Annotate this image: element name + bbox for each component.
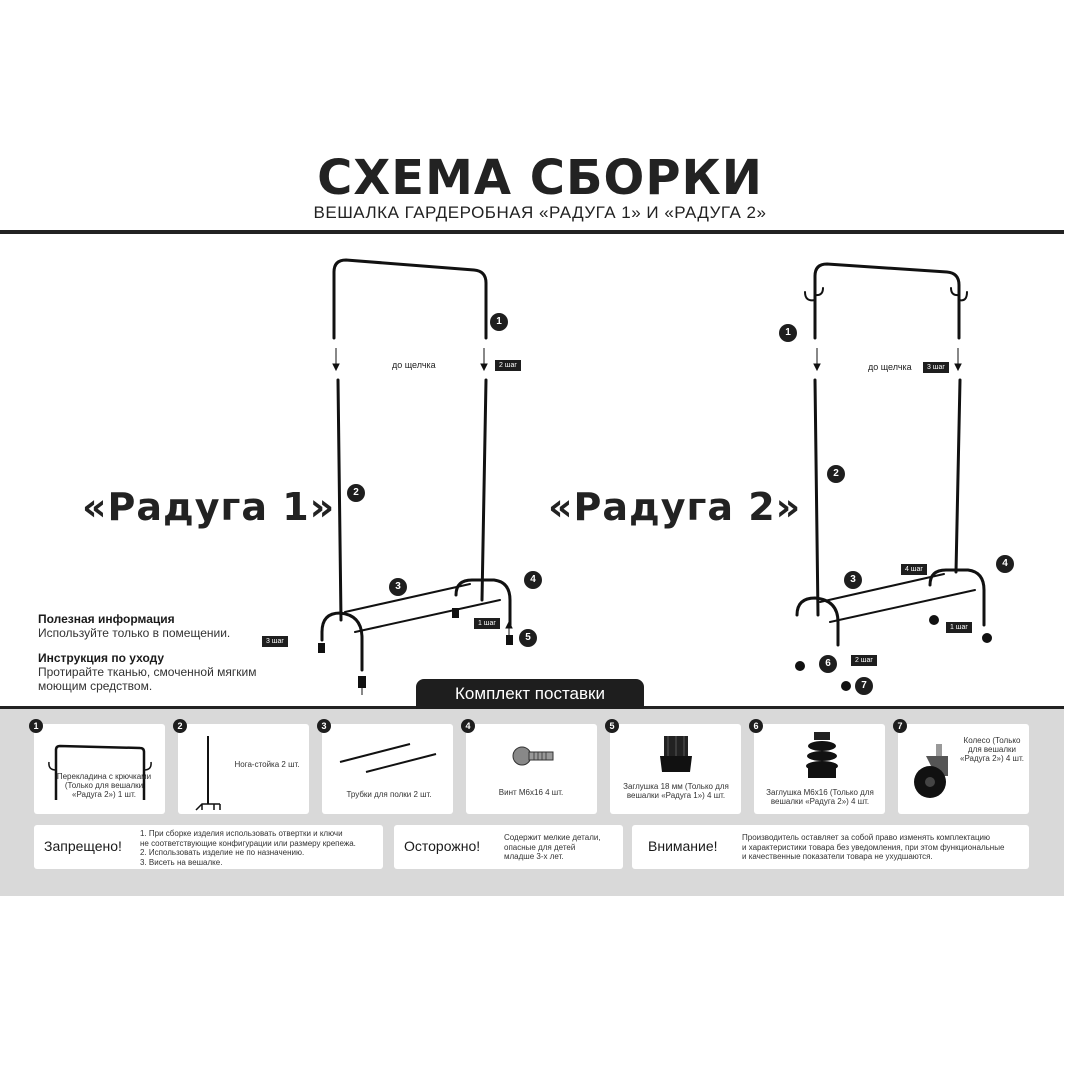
kit-item-number: 7 — [893, 719, 907, 733]
assembly-diagram — [318, 258, 992, 695]
callout-badge: 4 — [996, 555, 1014, 573]
forbidden-text: 1. При сборке изделия использовать отвер… — [140, 829, 356, 867]
plug-icon — [452, 608, 459, 618]
plug-icon — [506, 635, 513, 645]
kit-item-text: Нога-стойка 2 шт. — [234, 760, 300, 769]
plug-m6-icon — [806, 732, 838, 778]
wheel-icon — [914, 744, 948, 798]
crossbar-icon — [48, 744, 152, 800]
kit-item-text: Перекладина с крючками (Только для вешал… — [56, 772, 152, 799]
callout-badge: 1 — [490, 313, 508, 331]
caution-title: Осторожно! — [404, 838, 481, 854]
rack1-right-leg — [480, 378, 488, 602]
kit-item-card: Перекладина с крючками (Только для вешал… — [34, 724, 165, 814]
kit-item-card: Винт М6х16 4 шт. — [466, 724, 597, 814]
kit-item-number: 5 — [605, 719, 619, 733]
care-text: Протирайте тканью, смоченной мягким моющ… — [38, 665, 257, 693]
kit-item-card: Заглушка 18 мм (Только для вешалки «Раду… — [610, 724, 741, 814]
model-1-title: «Радуга 1» — [82, 485, 336, 529]
title-divider — [0, 230, 1064, 234]
callout-badge: 3 — [389, 578, 407, 596]
step-label: 4 шаг — [901, 564, 927, 575]
kit-item-card: Заглушка М6х16 (Только для вешалки «Раду… — [754, 724, 885, 814]
callout-badge: 5 — [519, 629, 537, 647]
rack1-front-base — [320, 611, 364, 672]
rack2-left-leg — [813, 378, 820, 617]
caution-box: Осторожно! Содержит мелкие детали, опасн… — [394, 825, 623, 869]
callout-badge: 4 — [524, 571, 542, 589]
callout-badge: 3 — [844, 571, 862, 589]
callout-badge: 2 — [827, 465, 845, 483]
callout-badge: 2 — [347, 484, 365, 502]
model-2-title: «Радуга 2» — [548, 485, 802, 529]
wheel-icon — [982, 633, 992, 643]
useful-info-text: Используйте только в помещении. — [38, 626, 231, 640]
caution-text: Содержит мелкие детали, опасные для дете… — [504, 833, 601, 861]
info-block: Полезная информация Используйте только в… — [38, 612, 278, 704]
kit-item-text: Винт М6х16 4 шт. — [498, 788, 564, 797]
callout-badge: 6 — [819, 655, 837, 673]
kit-item-number: 6 — [749, 719, 763, 733]
kit-item-number: 1 — [29, 719, 43, 733]
shelf-tubes-icon — [339, 743, 437, 773]
kit-item-text: Трубки для полки 2 шт. — [346, 790, 432, 799]
kit-item-card: Колесо (Только для вешалки «Радуга 2») 4… — [898, 724, 1029, 814]
rack1-left-leg — [336, 378, 343, 622]
step-label: 2 шаг — [851, 655, 877, 666]
plug-18mm-icon — [660, 736, 692, 772]
step-label: 3 шаг — [262, 636, 288, 647]
kit-item-text: Заглушка М6х16 (Только для вешалки «Раду… — [766, 788, 874, 806]
rack1-top-frame — [332, 258, 488, 340]
wheel-icon — [841, 681, 851, 691]
kit-item-card: Нога-стойка 2 шт. — [178, 724, 309, 814]
kit-item-card: Трубки для полки 2 шт. — [322, 724, 453, 814]
page-subtitle: ВЕШАЛКА ГАРДЕРОБНАЯ «РАДУГА 1» И «РАДУГА… — [313, 203, 767, 222]
attention-box: Внимание! Производитель оставляет за соб… — [632, 825, 1029, 869]
page-title: СХЕМА СБОРКИ — [317, 150, 763, 206]
kit-item-text: Заглушка 18 мм (Только для вешалки «Раду… — [623, 782, 729, 800]
step-label: 1 шаг — [474, 618, 500, 629]
wheel-icon — [795, 661, 805, 671]
screw-icon — [512, 746, 554, 766]
forbidden-title: Запрещено! — [44, 838, 122, 854]
kit-item-number: 2 — [173, 719, 187, 733]
rack2-right-leg — [954, 378, 962, 574]
kit-item-number: 3 — [317, 719, 331, 733]
forbidden-box: Запрещено! 1. При сборке изделия использ… — [34, 825, 383, 869]
rack2-front-base — [795, 596, 840, 647]
leg-post-icon — [195, 736, 221, 811]
step-label: 2 шаг — [495, 360, 521, 371]
click-note: до щелчка — [392, 360, 436, 370]
plug-icon — [318, 643, 325, 653]
attention-text: Производитель оставляет за собой право и… — [742, 833, 1005, 861]
step-label: 1 шаг — [946, 622, 972, 633]
useful-info-heading: Полезная информация — [38, 612, 175, 626]
callout-badge: 1 — [779, 324, 797, 342]
kit-label: Комплект поставки — [416, 679, 644, 709]
step-label: 3 шаг — [923, 362, 949, 373]
care-heading: Инструкция по уходу — [38, 651, 165, 665]
rack2-top-frame — [813, 262, 961, 340]
wheel-icon — [929, 615, 939, 625]
kit-item-number: 4 — [461, 719, 475, 733]
attention-title: Внимание! — [648, 838, 718, 854]
kit-item-text: Колесо (Только для вешалки «Радуга 2») 4… — [960, 736, 1024, 763]
plug-icon — [358, 676, 366, 688]
callout-badge: 7 — [855, 677, 873, 695]
click-note: до щелчка — [868, 362, 912, 372]
